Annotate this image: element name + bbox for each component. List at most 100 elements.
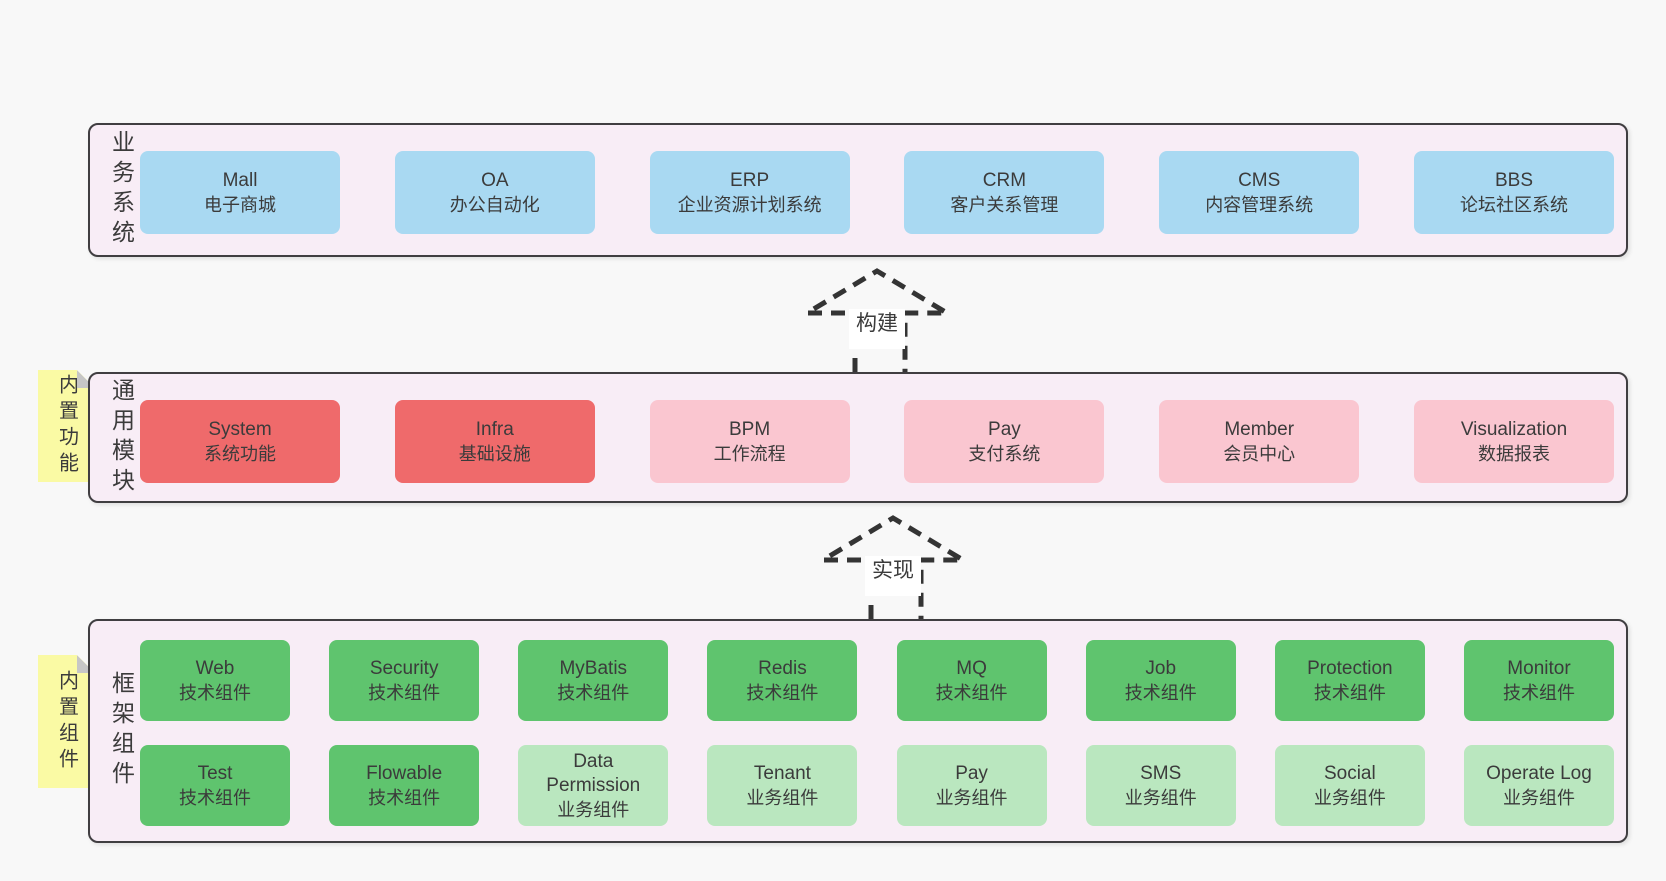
box-name: Operate Log [1486,762,1592,784]
box-category: 客户关系管理 [950,194,1059,215]
box-category: 业务组件 [1313,787,1386,808]
box-system: System 系统功能 [140,400,340,483]
box-category: 技术组件 [746,682,819,703]
box-name: Security [369,657,439,679]
box-category: 业务组件 [746,787,819,808]
box-category: 会员中心 [1223,443,1296,464]
box-name: BPM [729,418,771,440]
box-category: 技术组件 [935,682,1008,703]
box-category: 办公自动化 [449,194,540,215]
box-category: 技术组件 [557,682,630,703]
box-protection: Protection 技术组件 [1274,640,1425,721]
box-name: Member [1224,418,1295,440]
box-category: 业务组件 [1124,787,1197,808]
box-category: 技术组件 [1313,682,1386,703]
arrow-implement: 实现 [816,512,970,619]
box-category: 业务组件 [935,787,1008,808]
box-cms: CMS 内容管理系统 [1159,151,1360,234]
box-name: BBS [1494,169,1533,191]
box-name: Test [197,762,233,784]
panel-common-modules: 通用模块 System 系统功能 Infra 基础设施 BPM 工作流程 Pay 支付系统 Me… [88,372,1628,503]
box-name: Protection [1307,657,1393,679]
box-redis: Redis 技术组件 [707,640,858,721]
box-category: 企业资源计划系统 [677,194,822,215]
box-bbs: BBS 论坛社区系统 [1413,151,1614,234]
box-name: CMS [1238,169,1281,191]
box-erp: ERP 企业资源计划系统 [649,151,850,234]
box-monitor: Monitor 技术组件 [1463,640,1614,721]
box-infra: Infra 基础设施 [394,400,595,483]
box-member: Member 会员中心 [1159,400,1360,483]
panel-title-business-systems: 业务系统 [108,130,135,250]
box-name: System [208,418,272,440]
box-social: Social 业务组件 [1274,745,1425,826]
box-name: CRM [982,169,1027,191]
box-name: MyBatis [559,657,628,679]
box-bpm: BPM 工作流程 [649,400,850,483]
box-visualization: Visualization 数据报表 [1413,400,1614,483]
box-category: 工作流程 [713,443,786,464]
box-category: 基础设施 [458,443,531,464]
box-name: Pay [955,762,988,784]
box-name: MQ [956,657,987,679]
sticky-note-built-in-features: 内置功能 [38,370,95,482]
box-pay: Pay 支付系统 [904,400,1105,483]
box-crm: CRM 客户关系管理 [904,151,1105,234]
box-category: 技术组件 [368,682,441,703]
box-name: Mall [222,169,258,191]
box-category: 内容管理系统 [1205,194,1314,215]
box-flowable: Flowable 技术组件 [329,745,480,826]
box-name: Web [195,657,235,679]
box-name: Data Permission [546,750,641,796]
box-name: Visualization [1460,418,1568,440]
box-test: Test 技术组件 [140,745,290,826]
box-name: Infra [475,418,514,440]
box-category: 论坛社区系统 [1459,194,1568,215]
sticky-note-label: 内置功能 [55,374,78,478]
box-category: 系统功能 [204,443,276,464]
box-name: Social [1323,762,1376,784]
box-category: 数据报表 [1477,443,1550,464]
box-mybatis: MyBatis 技术组件 [518,640,669,721]
arrow-build-label: 构建 [849,309,905,349]
box-data-permission: Data Permission 业务组件 [518,745,669,826]
panel-title-common-modules: 通用模块 [108,377,135,498]
box-pay: Pay 业务组件 [896,745,1047,826]
box-tenant: Tenant 业务组件 [707,745,858,826]
arrow-build: 构建 [800,265,954,372]
box-job: Job 技术组件 [1085,640,1236,721]
sticky-note-label: 内置组件 [55,669,78,774]
box-name: Pay [988,418,1021,440]
box-sms: SMS 业务组件 [1085,745,1236,826]
box-security: Security 技术组件 [329,640,480,721]
box-category: 业务组件 [1502,787,1575,808]
box-category: 技术组件 [179,787,251,808]
box-category: 技术组件 [1502,682,1575,703]
panel-title-framework-components: 框架组件 [108,671,135,791]
box-oa: OA 办公自动化 [394,151,595,234]
box-name: Flowable [366,762,443,784]
box-operate-log: Operate Log 业务组件 [1463,745,1614,826]
box-category: 技术组件 [368,787,441,808]
arrow-implement-label: 实现 [865,556,921,596]
modules-box-row: System 系统功能 Infra 基础设施 BPM 工作流程 Pay 支付系统 Member 会… [140,400,1614,483]
box-name: ERP [730,169,770,191]
box-category: 支付系统 [968,443,1041,464]
box-mq: MQ 技术组件 [896,640,1047,721]
box-category: 技术组件 [1124,682,1197,703]
box-name: OA [481,169,509,191]
box-category: 业务组件 [557,799,630,820]
box-category: 技术组件 [179,682,251,703]
box-web: Web 技术组件 [140,640,290,721]
box-name: Monitor [1507,657,1571,679]
box-name: Job [1145,657,1177,679]
box-name: SMS [1140,762,1182,784]
box-name: Tenant [753,762,811,784]
box-name: Redis [758,657,807,679]
